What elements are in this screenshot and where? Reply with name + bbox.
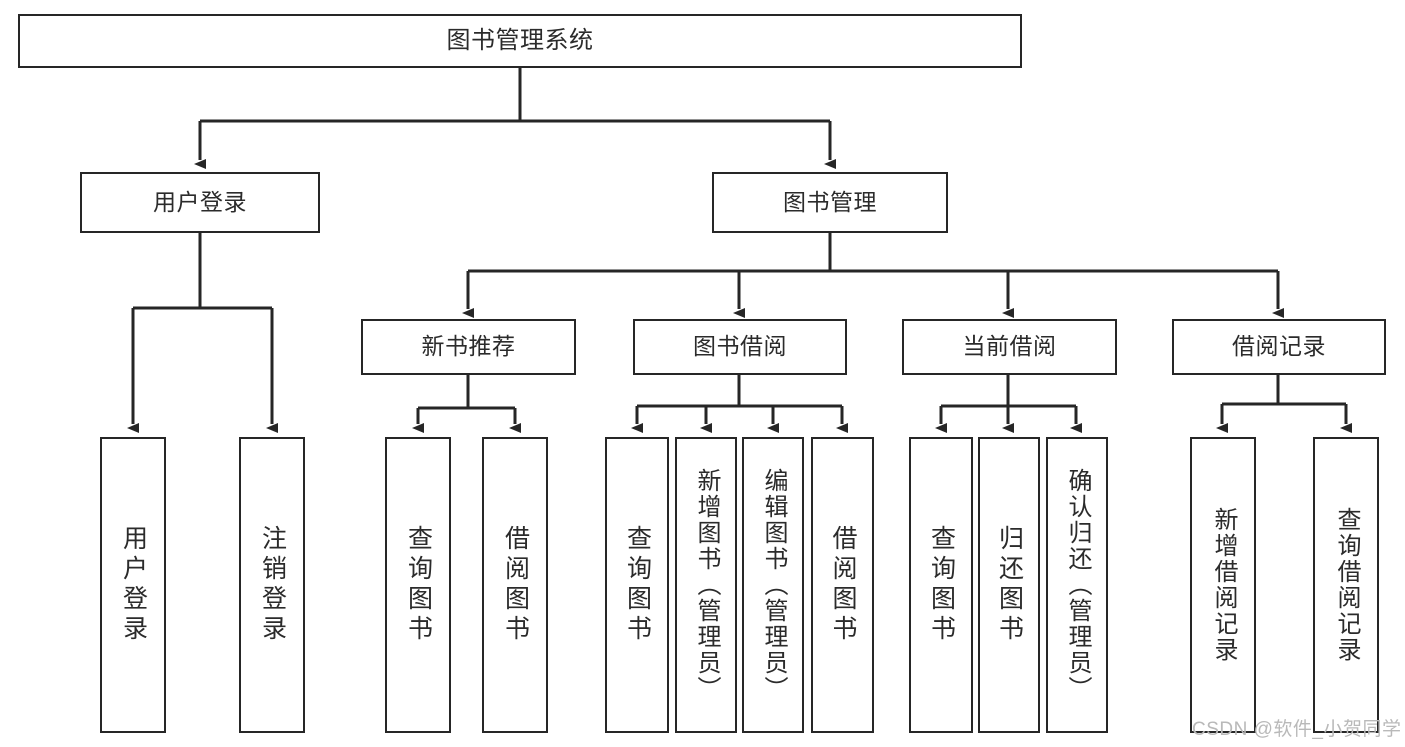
node-label: 新增借阅记录 <box>1210 507 1237 663</box>
node-leaf-return-book[interactable]: 归还图书 <box>978 437 1040 733</box>
node-book-management[interactable]: 图书管理 <box>712 172 948 233</box>
node-root-book-management-system[interactable]: 图书管理系统 <box>18 14 1022 68</box>
node-label: 编辑图书（管理员） <box>760 468 787 702</box>
node-label: 新增图书（管理员） <box>693 468 720 702</box>
node-label: 图书借阅 <box>693 333 787 360</box>
node-leaf-query-book-borrow[interactable]: 查询图书 <box>605 437 669 733</box>
node-label: 图书管理系统 <box>446 26 594 54</box>
node-current-borrow[interactable]: 当前借阅 <box>902 319 1117 375</box>
node-label: 用户登录 <box>153 188 247 215</box>
node-user-login[interactable]: 用户登录 <box>80 172 320 233</box>
node-leaf-borrow-book-recommend[interactable]: 借阅图书 <box>482 437 548 733</box>
node-book-borrow[interactable]: 图书借阅 <box>633 319 847 375</box>
node-label: 查询图书 <box>927 525 956 645</box>
node-borrow-record[interactable]: 借阅记录 <box>1172 319 1386 375</box>
node-label: 新书推荐 <box>421 333 516 360</box>
node-leaf-add-book-admin[interactable]: 新增图书（管理员） <box>675 437 737 733</box>
node-leaf-user-login[interactable]: 用户登录 <box>100 437 166 733</box>
node-label: 注销登录 <box>258 525 287 645</box>
node-label: 查询图书 <box>404 525 433 645</box>
node-label: 查询图书 <box>623 525 652 645</box>
node-label: 当前借阅 <box>962 333 1057 360</box>
node-leaf-borrow-book[interactable]: 借阅图书 <box>811 437 874 733</box>
csdn-watermark: CSDN @软件_小贺同学 <box>1192 719 1402 740</box>
node-label: 图书管理 <box>783 188 877 215</box>
node-label: 借阅图书 <box>829 525 857 645</box>
node-leaf-add-borrow-record[interactable]: 新增借阅记录 <box>1190 437 1256 733</box>
node-leaf-query-book-current[interactable]: 查询图书 <box>909 437 973 733</box>
node-new-book-recommend[interactable]: 新书推荐 <box>361 319 576 375</box>
node-label: 借阅记录 <box>1232 333 1326 360</box>
node-leaf-query-book-recommend[interactable]: 查询图书 <box>385 437 451 733</box>
node-leaf-logout[interactable]: 注销登录 <box>239 437 305 733</box>
node-label: 查询借阅记录 <box>1333 507 1360 663</box>
node-label: 借阅图书 <box>501 525 530 645</box>
node-leaf-query-borrow-record[interactable]: 查询借阅记录 <box>1313 437 1379 733</box>
node-label: 用户登录 <box>119 525 148 645</box>
node-leaf-confirm-return-admin[interactable]: 确认归还（管理员） <box>1046 437 1108 733</box>
node-label: 归还图书 <box>995 525 1024 645</box>
node-leaf-edit-book-admin[interactable]: 编辑图书（管理员） <box>742 437 804 733</box>
node-label: 确认归还（管理员） <box>1064 468 1091 702</box>
